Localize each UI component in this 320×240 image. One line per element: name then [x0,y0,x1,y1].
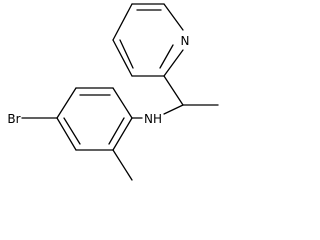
double-bond [63,117,81,145]
bond [112,3,133,41]
bond [163,75,184,106]
double-bond [159,44,174,69]
molecule-diagram: N NH Br [7,3,219,181]
bond [163,104,184,115]
bond [56,87,77,119]
bond [112,87,133,119]
bond [112,149,133,181]
double-bond [108,117,125,145]
bond [163,49,184,77]
bond [112,39,133,77]
amine-label: NH [144,112,162,126]
pyridine-ring [112,3,184,77]
bromine-label: Br [7,112,20,126]
bond [112,117,133,151]
ethyl-linker [131,75,219,119]
structure-canvas: N NH Br [7,3,219,181]
benzene-ring [56,87,133,151]
double-bond [119,39,134,69]
bond [56,117,77,151]
bond [163,3,184,31]
ring-nitrogen-label: N [181,34,190,48]
